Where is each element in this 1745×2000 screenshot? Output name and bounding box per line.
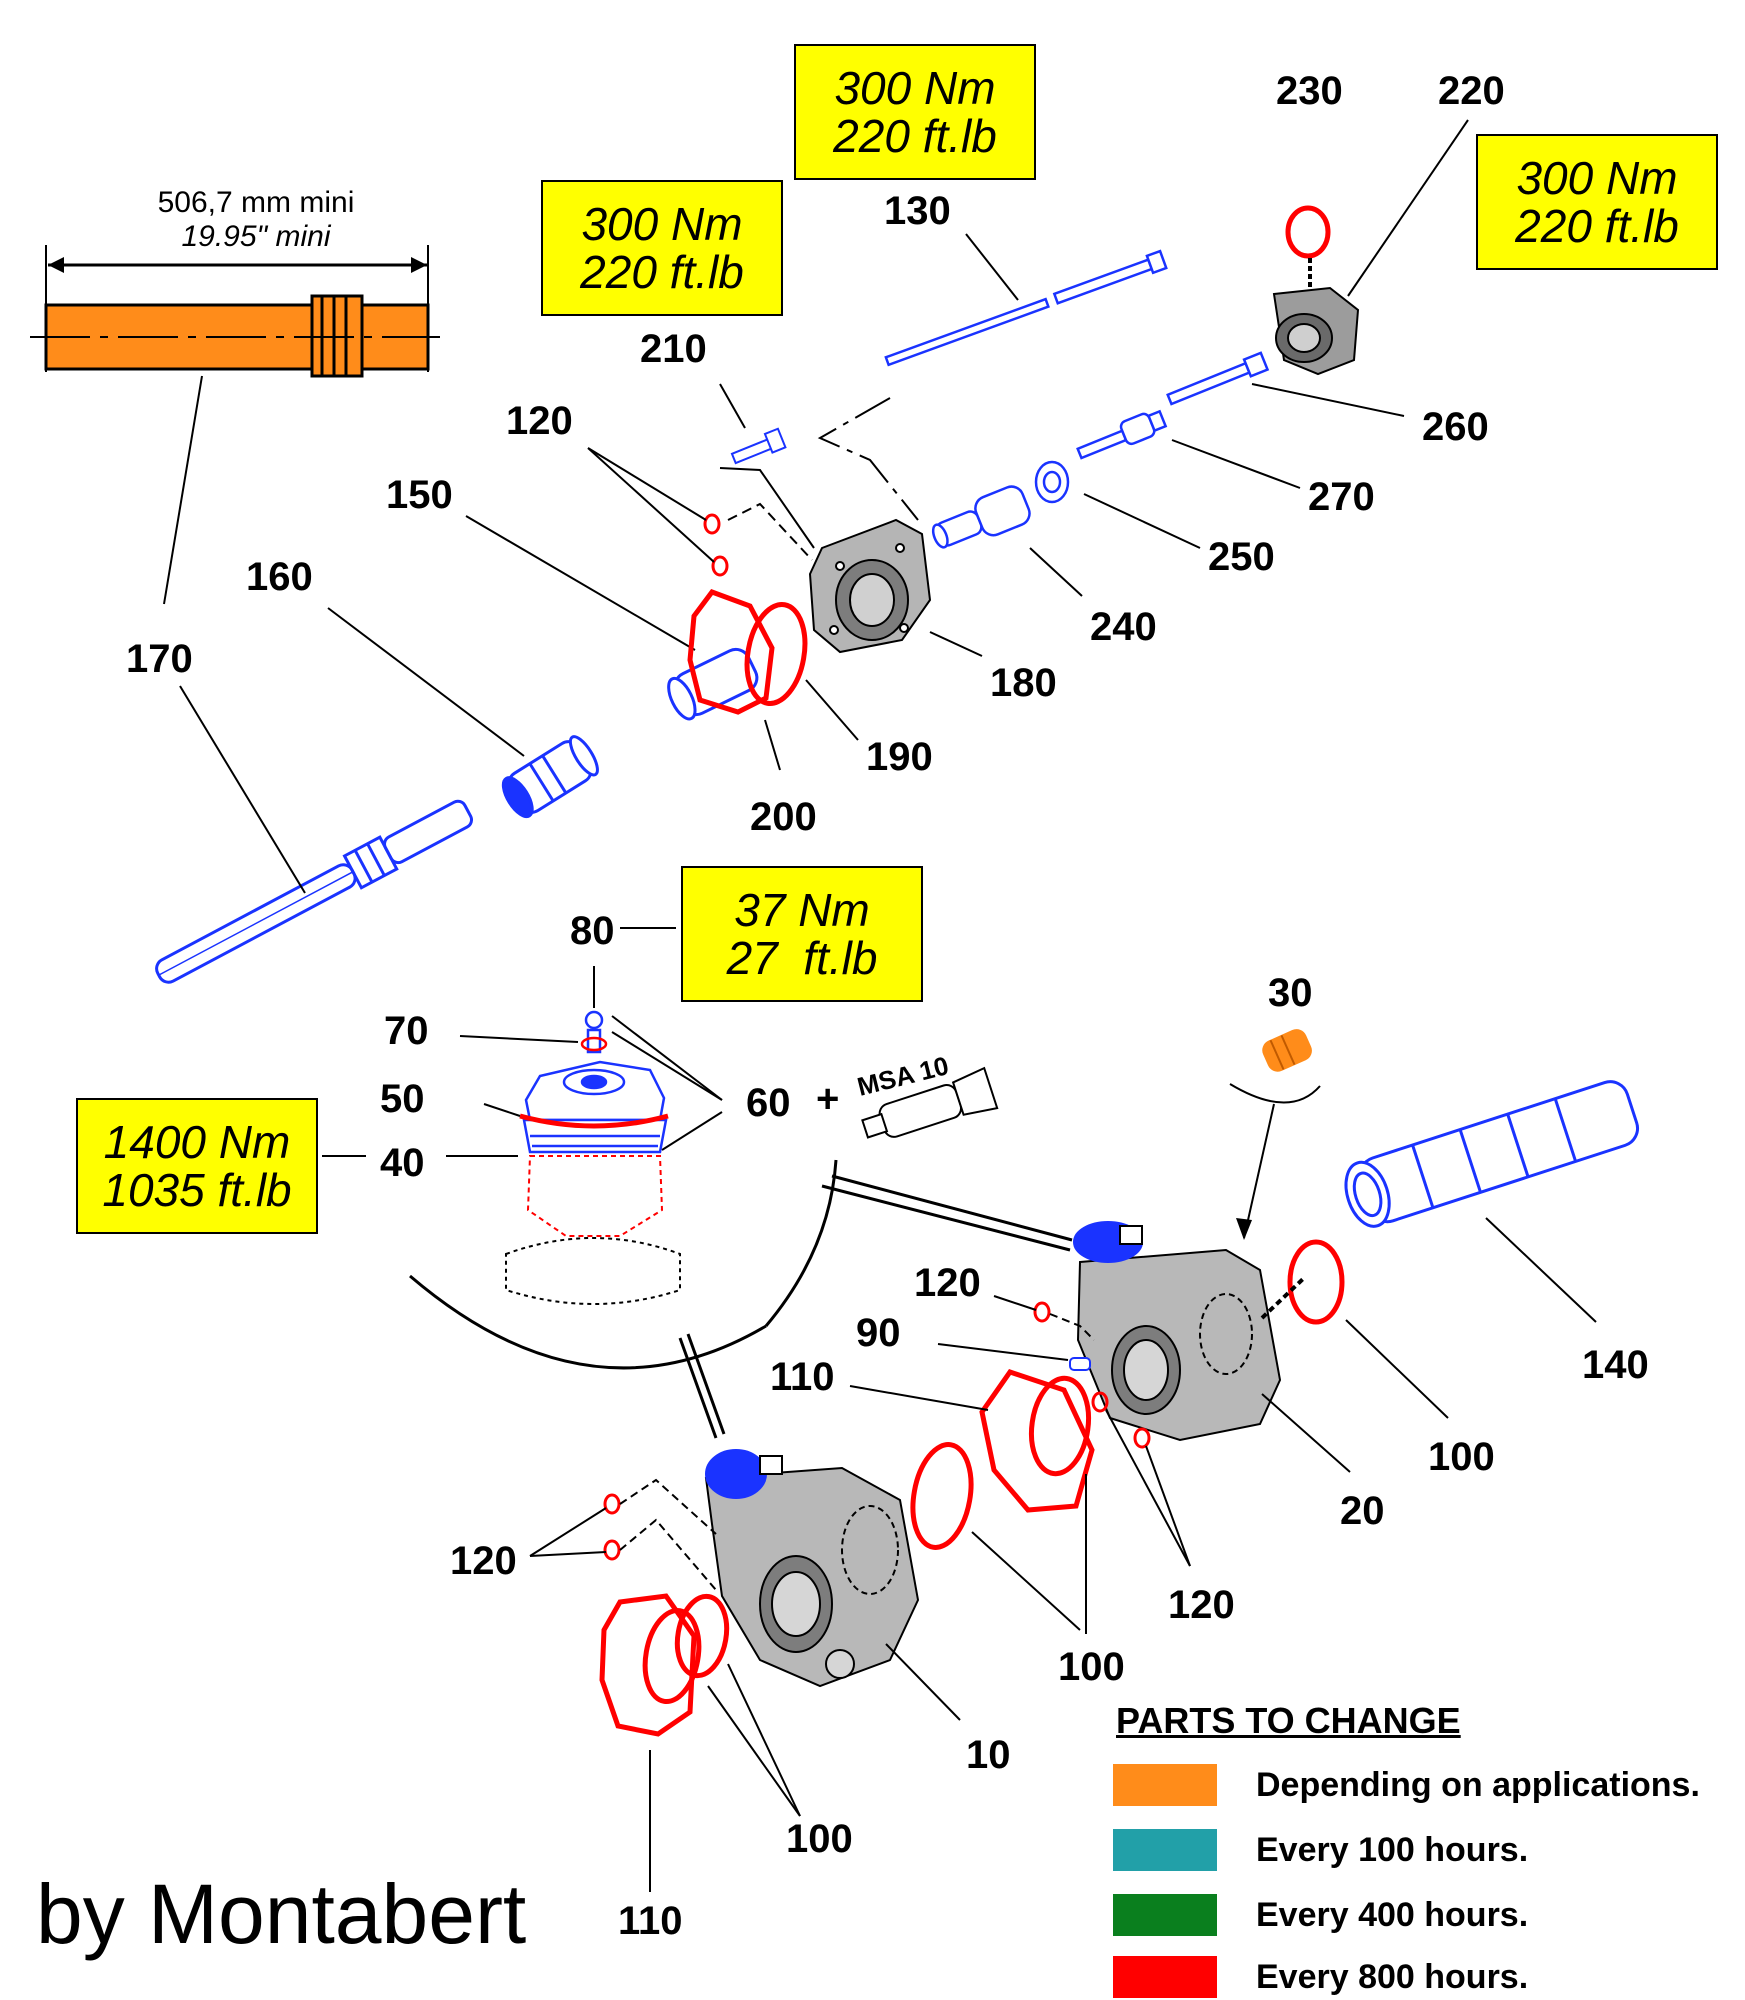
label-150: 150 xyxy=(386,473,453,517)
label-70: 70 xyxy=(384,1009,429,1053)
piston-length-dimension: 506,7 mm mini 19.95" mini xyxy=(126,186,386,254)
screw-210 xyxy=(730,427,787,465)
oring-230 xyxy=(1285,205,1331,259)
orange-part-30 xyxy=(1262,1029,1312,1072)
seal-100-right xyxy=(1287,1239,1345,1325)
label-250: 250 xyxy=(1208,535,1275,579)
sealant-tube xyxy=(861,1066,999,1139)
legend-swatch-red xyxy=(1113,1956,1217,1998)
credit-text: by Montabert xyxy=(36,1867,527,1961)
label-80: 80 xyxy=(570,909,615,953)
torque-box-130: 300 Nm 220 ft.lb xyxy=(794,44,1036,180)
label-20: 20 xyxy=(1340,1489,1385,1533)
label-170: 170 xyxy=(126,637,193,681)
main-body-10 xyxy=(704,1449,920,1688)
nut-220 xyxy=(1272,286,1360,376)
label-90: 90 xyxy=(856,1311,901,1355)
orings-120-upper xyxy=(703,513,729,577)
orings-120-right xyxy=(1033,1301,1151,1449)
part-labels: 230 220 130 260 210 270 120 250 150 240 … xyxy=(126,69,1649,1943)
label-160: 160 xyxy=(246,555,313,599)
seals-110-100-middle xyxy=(910,1369,1095,1550)
label-40: 40 xyxy=(380,1141,425,1185)
label-100-lower: 100 xyxy=(786,1817,853,1861)
torque-box-80: 37 Nm 27 ft.lb xyxy=(681,866,923,1002)
front-head-180 xyxy=(808,518,932,654)
label-190: 190 xyxy=(866,735,933,779)
torque-value-ftlb: 220 ft.lb xyxy=(833,110,997,162)
legend-swatch-teal xyxy=(1113,1829,1217,1871)
label-270: 270 xyxy=(1308,475,1375,519)
label-120: 120 xyxy=(506,399,573,443)
sleeve-140 xyxy=(1344,1080,1640,1228)
legend-label: Every 800 hours. xyxy=(1256,1958,1529,1996)
label-plus: + xyxy=(816,1077,839,1121)
torque-box-40: 1400 Nm 1035 ft.lb xyxy=(76,1098,318,1234)
torque-value-nm: 300 Nm xyxy=(1516,152,1678,204)
label-10: 10 xyxy=(966,1733,1011,1777)
label-140: 140 xyxy=(1582,1343,1649,1387)
legend-label: Every 100 hours. xyxy=(1256,1831,1529,1869)
legend-swatch-green xyxy=(1113,1894,1217,1936)
legend-label: Every 400 hours. xyxy=(1256,1896,1529,1934)
torque-value-ftlb: 220 ft.lb xyxy=(1515,200,1679,252)
label-120-left: 120 xyxy=(450,1539,517,1583)
label-60: 60 xyxy=(746,1081,791,1125)
label-120-lower: 120 xyxy=(1168,1583,1235,1627)
label-240: 240 xyxy=(1090,605,1157,649)
label-100-right: 100 xyxy=(1428,1435,1495,1479)
label-230: 230 xyxy=(1276,69,1343,113)
orings-120-left xyxy=(603,1493,621,1561)
label-260: 260 xyxy=(1422,405,1489,449)
legend-label: Depending on applications. xyxy=(1256,1766,1700,1804)
seals-190-200 xyxy=(687,589,808,715)
valve-parts-240-270 xyxy=(931,351,1270,549)
label-130: 130 xyxy=(884,189,951,233)
piston-orange-part xyxy=(30,245,440,605)
torque-value-ftlb: 220 ft.lb xyxy=(580,246,744,298)
label-200: 200 xyxy=(750,795,817,839)
label-180: 180 xyxy=(990,661,1057,705)
torque-value-nm: 1400 Nm xyxy=(103,1116,291,1168)
torque-value-nm: 37 Nm xyxy=(734,884,870,936)
label-100-middle: 100 xyxy=(1058,1645,1125,1689)
label-220: 220 xyxy=(1438,69,1505,113)
pin-90 xyxy=(1069,1357,1091,1371)
dimension-metric: 506,7 mm mini xyxy=(157,186,355,219)
coupling-160 xyxy=(501,735,599,819)
label-110-lower: 110 xyxy=(618,1899,683,1943)
cylinder-head-assembly xyxy=(522,1010,668,1154)
label-210: 210 xyxy=(640,327,707,371)
label-120-right: 120 xyxy=(914,1261,981,1305)
torque-value-nm: 300 Nm xyxy=(581,198,743,250)
legend-title: PARTS TO CHANGE xyxy=(1116,1700,1461,1741)
dimension-imperial: 19.95" mini xyxy=(181,220,331,253)
tool-shaft-170 xyxy=(155,799,474,984)
bushing-150 xyxy=(667,647,759,721)
legend-swatch-orange xyxy=(1113,1764,1217,1806)
tie-rod-130 xyxy=(884,249,1168,367)
torque-box-210: 300 Nm 220 ft.lb xyxy=(541,180,783,316)
label-50: 50 xyxy=(380,1077,425,1121)
torque-value-nm: 300 Nm xyxy=(834,62,996,114)
main-body-20 xyxy=(1073,1221,1282,1442)
label-110: 110 xyxy=(770,1355,835,1399)
torque-value-ftlb: 27 ft.lb xyxy=(726,932,878,984)
seals-110-100-lower xyxy=(599,1593,730,1737)
label-30: 30 xyxy=(1268,971,1313,1015)
torque-box-220: 300 Nm 220 ft.lb xyxy=(1476,134,1718,270)
torque-value-ftlb: 1035 ft.lb xyxy=(102,1164,292,1216)
